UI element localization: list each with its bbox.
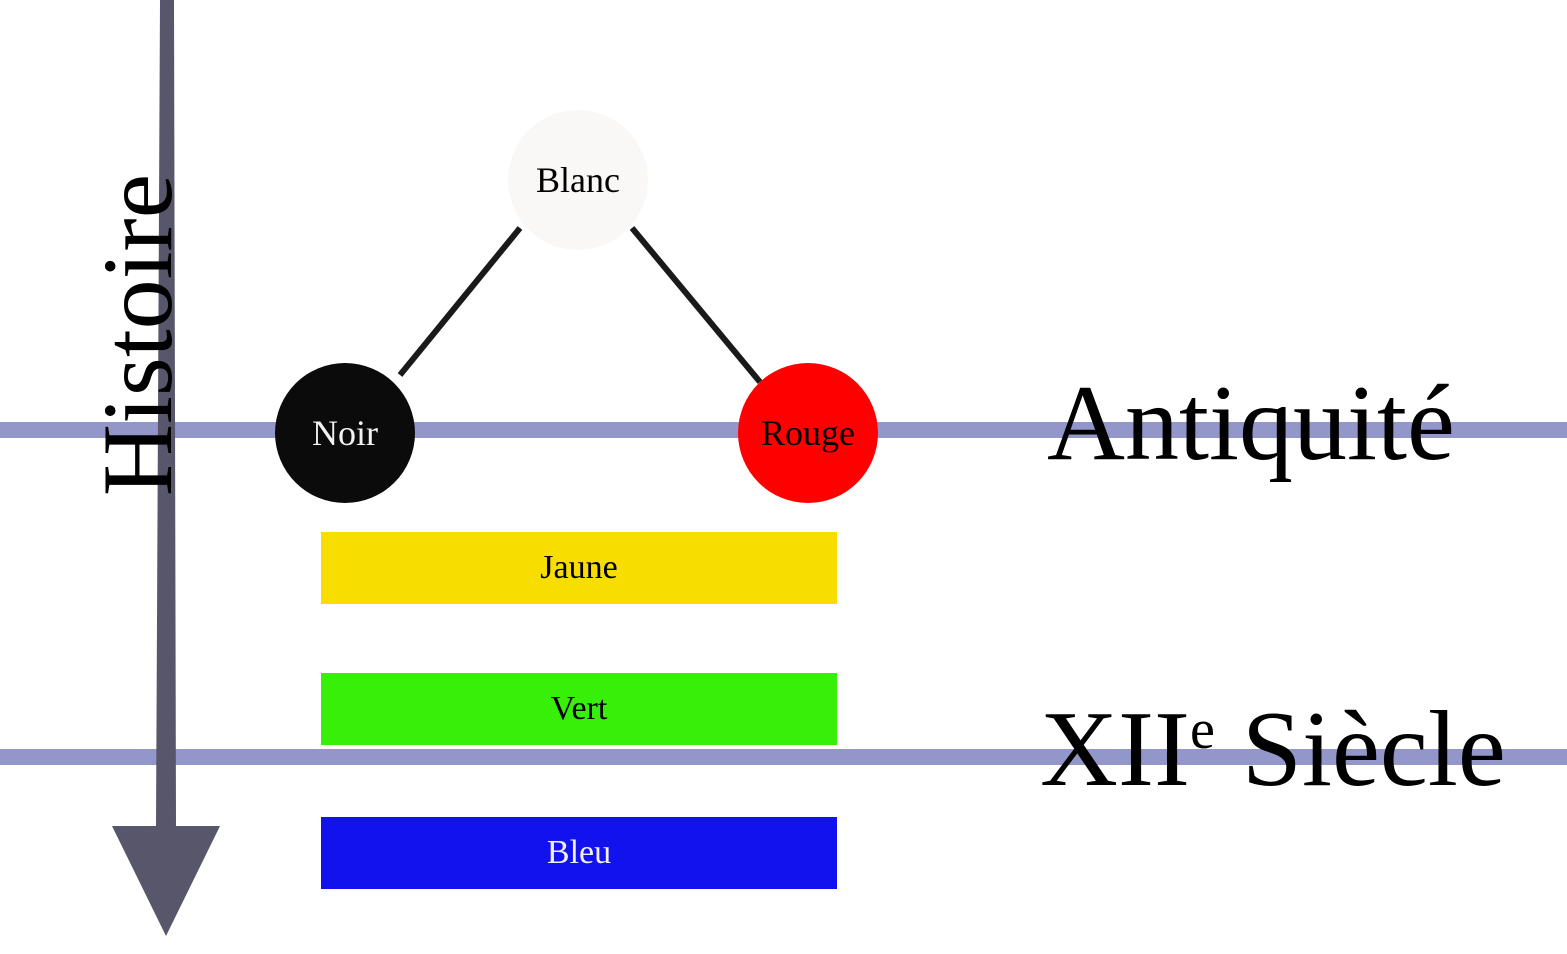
concept-node-blanc-label: Blanc xyxy=(536,160,620,200)
era-rule-xii-siecle xyxy=(0,749,1567,765)
concept-node-rouge-label: Rouge xyxy=(761,413,855,453)
concept-node-rouge[interactable]: Rouge xyxy=(738,363,878,503)
concept-node-noir[interactable]: Noir xyxy=(275,363,415,503)
history-axis-label: Histoire xyxy=(82,173,193,497)
era-label-xii-tail: Siècle xyxy=(1214,690,1506,809)
history-axis-arrow-icon xyxy=(112,0,220,936)
era-label-xii-superscript: e xyxy=(1189,699,1215,761)
color-bar-vert[interactable]: Vert xyxy=(321,673,837,745)
concept-node-blanc[interactable]: Blanc xyxy=(508,110,648,250)
edge-blanc-noir xyxy=(397,226,523,377)
color-bar-jaune-label: Jaune xyxy=(540,549,618,586)
color-bar-bleu-label: Bleu xyxy=(546,834,612,871)
color-bar-bleu[interactable]: Bleu xyxy=(321,817,837,889)
era-label-xii-siecle: XIIe Siècle xyxy=(1040,696,1506,804)
era-label-antiquite: Antiquité xyxy=(1047,364,1455,483)
concept-node-noir-label: Noir xyxy=(312,413,378,453)
color-bar-jaune[interactable]: Jaune xyxy=(321,532,837,604)
edge-blanc-rouge xyxy=(629,226,763,384)
color-bar-vert-label: Vert xyxy=(550,690,608,727)
era-label-xii-main: XII xyxy=(1040,690,1190,809)
